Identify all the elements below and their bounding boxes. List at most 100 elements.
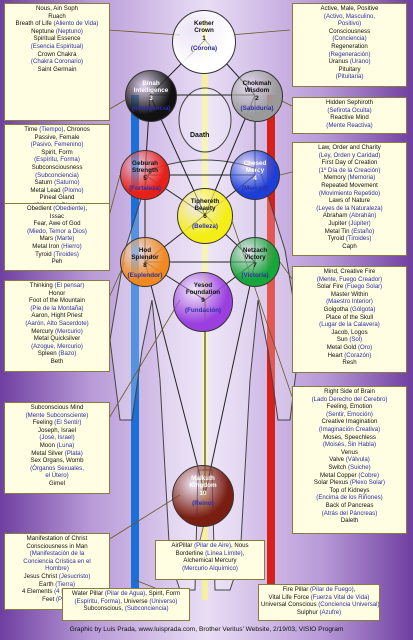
english-text: Switch <box>328 463 348 471</box>
english-text: Active, Male, Positive <box>320 5 379 12</box>
sphere-num: 5 <box>143 174 147 182</box>
box-line: Right Side of Brain <box>295 388 404 396</box>
box-line: Spiritual Essence <box>7 35 107 43</box>
box-line: (Pasivo, Femenino) <box>7 141 107 149</box>
english-text: 4 Elements <box>21 588 55 596</box>
sphere-name: Kether <box>194 20 214 27</box>
english-text: Feeling <box>32 419 55 427</box>
english-text: , <box>353 586 356 593</box>
box-line: Daleth <box>295 517 404 525</box>
box-line: Metal Tin (Estaño) <box>295 228 404 236</box>
english-text: Place of the Skull <box>325 313 374 321</box>
box-line: (Miedo, Temor a Dios) <box>7 228 107 236</box>
sphere-es: (Belleza) <box>192 223 218 231</box>
box-line: (Chakra Coronario) <box>7 58 107 66</box>
spanish-text: (Pilar de Aire) <box>194 542 231 549</box>
water-pillar-box: Water Pillar (Pilar de Agua), Spirit, Fo… <box>62 588 190 621</box>
box-line: Aaron, Hight Priest <box>7 312 107 320</box>
box-line: Passive, Female <box>7 134 107 142</box>
english-text: Consciousness in Man <box>26 542 88 550</box>
sphere-es: (Fortaleza) <box>129 185 161 193</box>
box-line: Neptune (Neptuno) <box>7 28 107 36</box>
english-text: Feet <box>42 595 56 603</box>
english-text: Peh <box>51 258 63 266</box>
box-line: (Esencia Espiritual) <box>7 43 107 51</box>
spanish-text: (Azogue, Mercurio) <box>31 342 83 350</box>
box-line: Sulphur (Azufre) <box>261 609 377 617</box>
box-line: Peh <box>7 258 107 266</box>
sphere-es: (Inteligencia) <box>131 105 171 113</box>
box-line: Alchemical Mercury <box>158 557 262 565</box>
english-text: Spirit, Form <box>41 148 73 156</box>
box-line: Feeling (El Sentir) <box>7 419 107 427</box>
box-line: Mind, Creative Fire <box>295 268 404 276</box>
spanish-text: (Regeneración) <box>328 50 371 58</box>
box-line: (Sentir, Emoción) <box>295 411 404 419</box>
box-line: Reactive Mind <box>295 114 404 122</box>
english-text: Valve <box>329 456 346 464</box>
box-line: Metal Lead (Plomo) <box>7 187 107 195</box>
box-line: Thinking (El pensar) <box>7 282 107 290</box>
english-text: Saturn <box>34 179 55 187</box>
english-text: Subconscious Mind <box>30 404 84 411</box>
box-line: (Leyes de la Naturaleza) <box>295 205 404 213</box>
fire-pillar <box>267 95 275 600</box>
english-text: Venus <box>341 448 358 456</box>
english-text: Spleen <box>37 350 59 358</box>
box-line: Issac <box>7 213 107 221</box>
english-text: Earth <box>38 580 56 588</box>
spanish-text: (Tierra) <box>55 580 75 588</box>
sphere-name: Chesed <box>243 160 267 167</box>
english-text: Foot of the Mountain <box>29 297 85 305</box>
box-line: Hombre) <box>7 565 107 573</box>
box-line: Metal Iron (Hierro) <box>7 243 107 251</box>
spanish-text: (Estaño) <box>351 227 375 235</box>
box-line: Mercury (Mercurio) <box>7 328 107 336</box>
english-text: Metal Copper <box>320 471 359 479</box>
spanish-text: (Neptuno) <box>55 27 83 35</box>
english-text: Thinking <box>29 282 55 289</box>
english-text: Crown Chakra <box>37 50 77 58</box>
english-text: Subconscious, <box>83 605 125 613</box>
english-text: Metal Gold <box>326 343 358 351</box>
spanish-text: (Fuego Solar) <box>344 283 383 291</box>
sphere-es: (Victoria) <box>241 272 269 280</box>
box-line: Consciousness in Man <box>7 543 107 551</box>
box-line: Vital Life Force (Fuerza Vital de Vida) <box>261 594 377 602</box>
english-text: Consciousness <box>328 27 371 35</box>
spanish-text: (Universo) <box>149 597 178 605</box>
box-line: Metal Copper (Cobre) <box>295 472 404 480</box>
box-line: (Maestro Interior) <box>295 298 404 306</box>
spanish-text: (José, Israel) <box>39 434 75 442</box>
box-line: (Órganos Sexuales, <box>7 465 107 473</box>
spanish-text: (Plexo Solar) <box>349 479 386 487</box>
chesed-attributes-box: Law, Order and Charity(Ley, Orden y Cari… <box>292 142 407 256</box>
box-line: (Mente Subconsciente) <box>7 412 107 420</box>
box-line: (Aarón, Alto Sacerdote) <box>7 320 107 328</box>
box-line: Master Within <box>295 291 404 299</box>
spanish-text: (Pituitaria) <box>335 73 364 81</box>
spanish-text: (Atrás del Páncreas) <box>321 509 378 517</box>
spanish-text: (Manifestación de la <box>29 550 85 558</box>
box-line: Crown Chakra <box>7 51 107 59</box>
spanish-text: (Espíritu, Forma) <box>74 597 121 605</box>
english-text: Mars <box>39 235 55 243</box>
spanish-text: (Suiche) <box>347 463 371 471</box>
spanish-text: (Oro) <box>357 343 373 351</box>
box-line: Venus <box>295 449 404 457</box>
english-text: Passive, Female <box>34 133 80 141</box>
english-text: Obedient <box>26 205 54 212</box>
english-text: Daleth <box>340 517 359 525</box>
spanish-text: (Moisés, Sin Habla) <box>322 441 377 449</box>
box-line: (Encima de los Riñones) <box>295 494 404 502</box>
box-line: Earth (Tierra) <box>7 581 107 589</box>
box-line: Honor <box>7 290 107 298</box>
sphere-name: Hod <box>138 247 152 254</box>
english-text: Fear, Awe of God <box>33 220 81 228</box>
spanish-text: (Plomo) <box>62 186 84 194</box>
english-text: Tyroid <box>327 235 346 243</box>
